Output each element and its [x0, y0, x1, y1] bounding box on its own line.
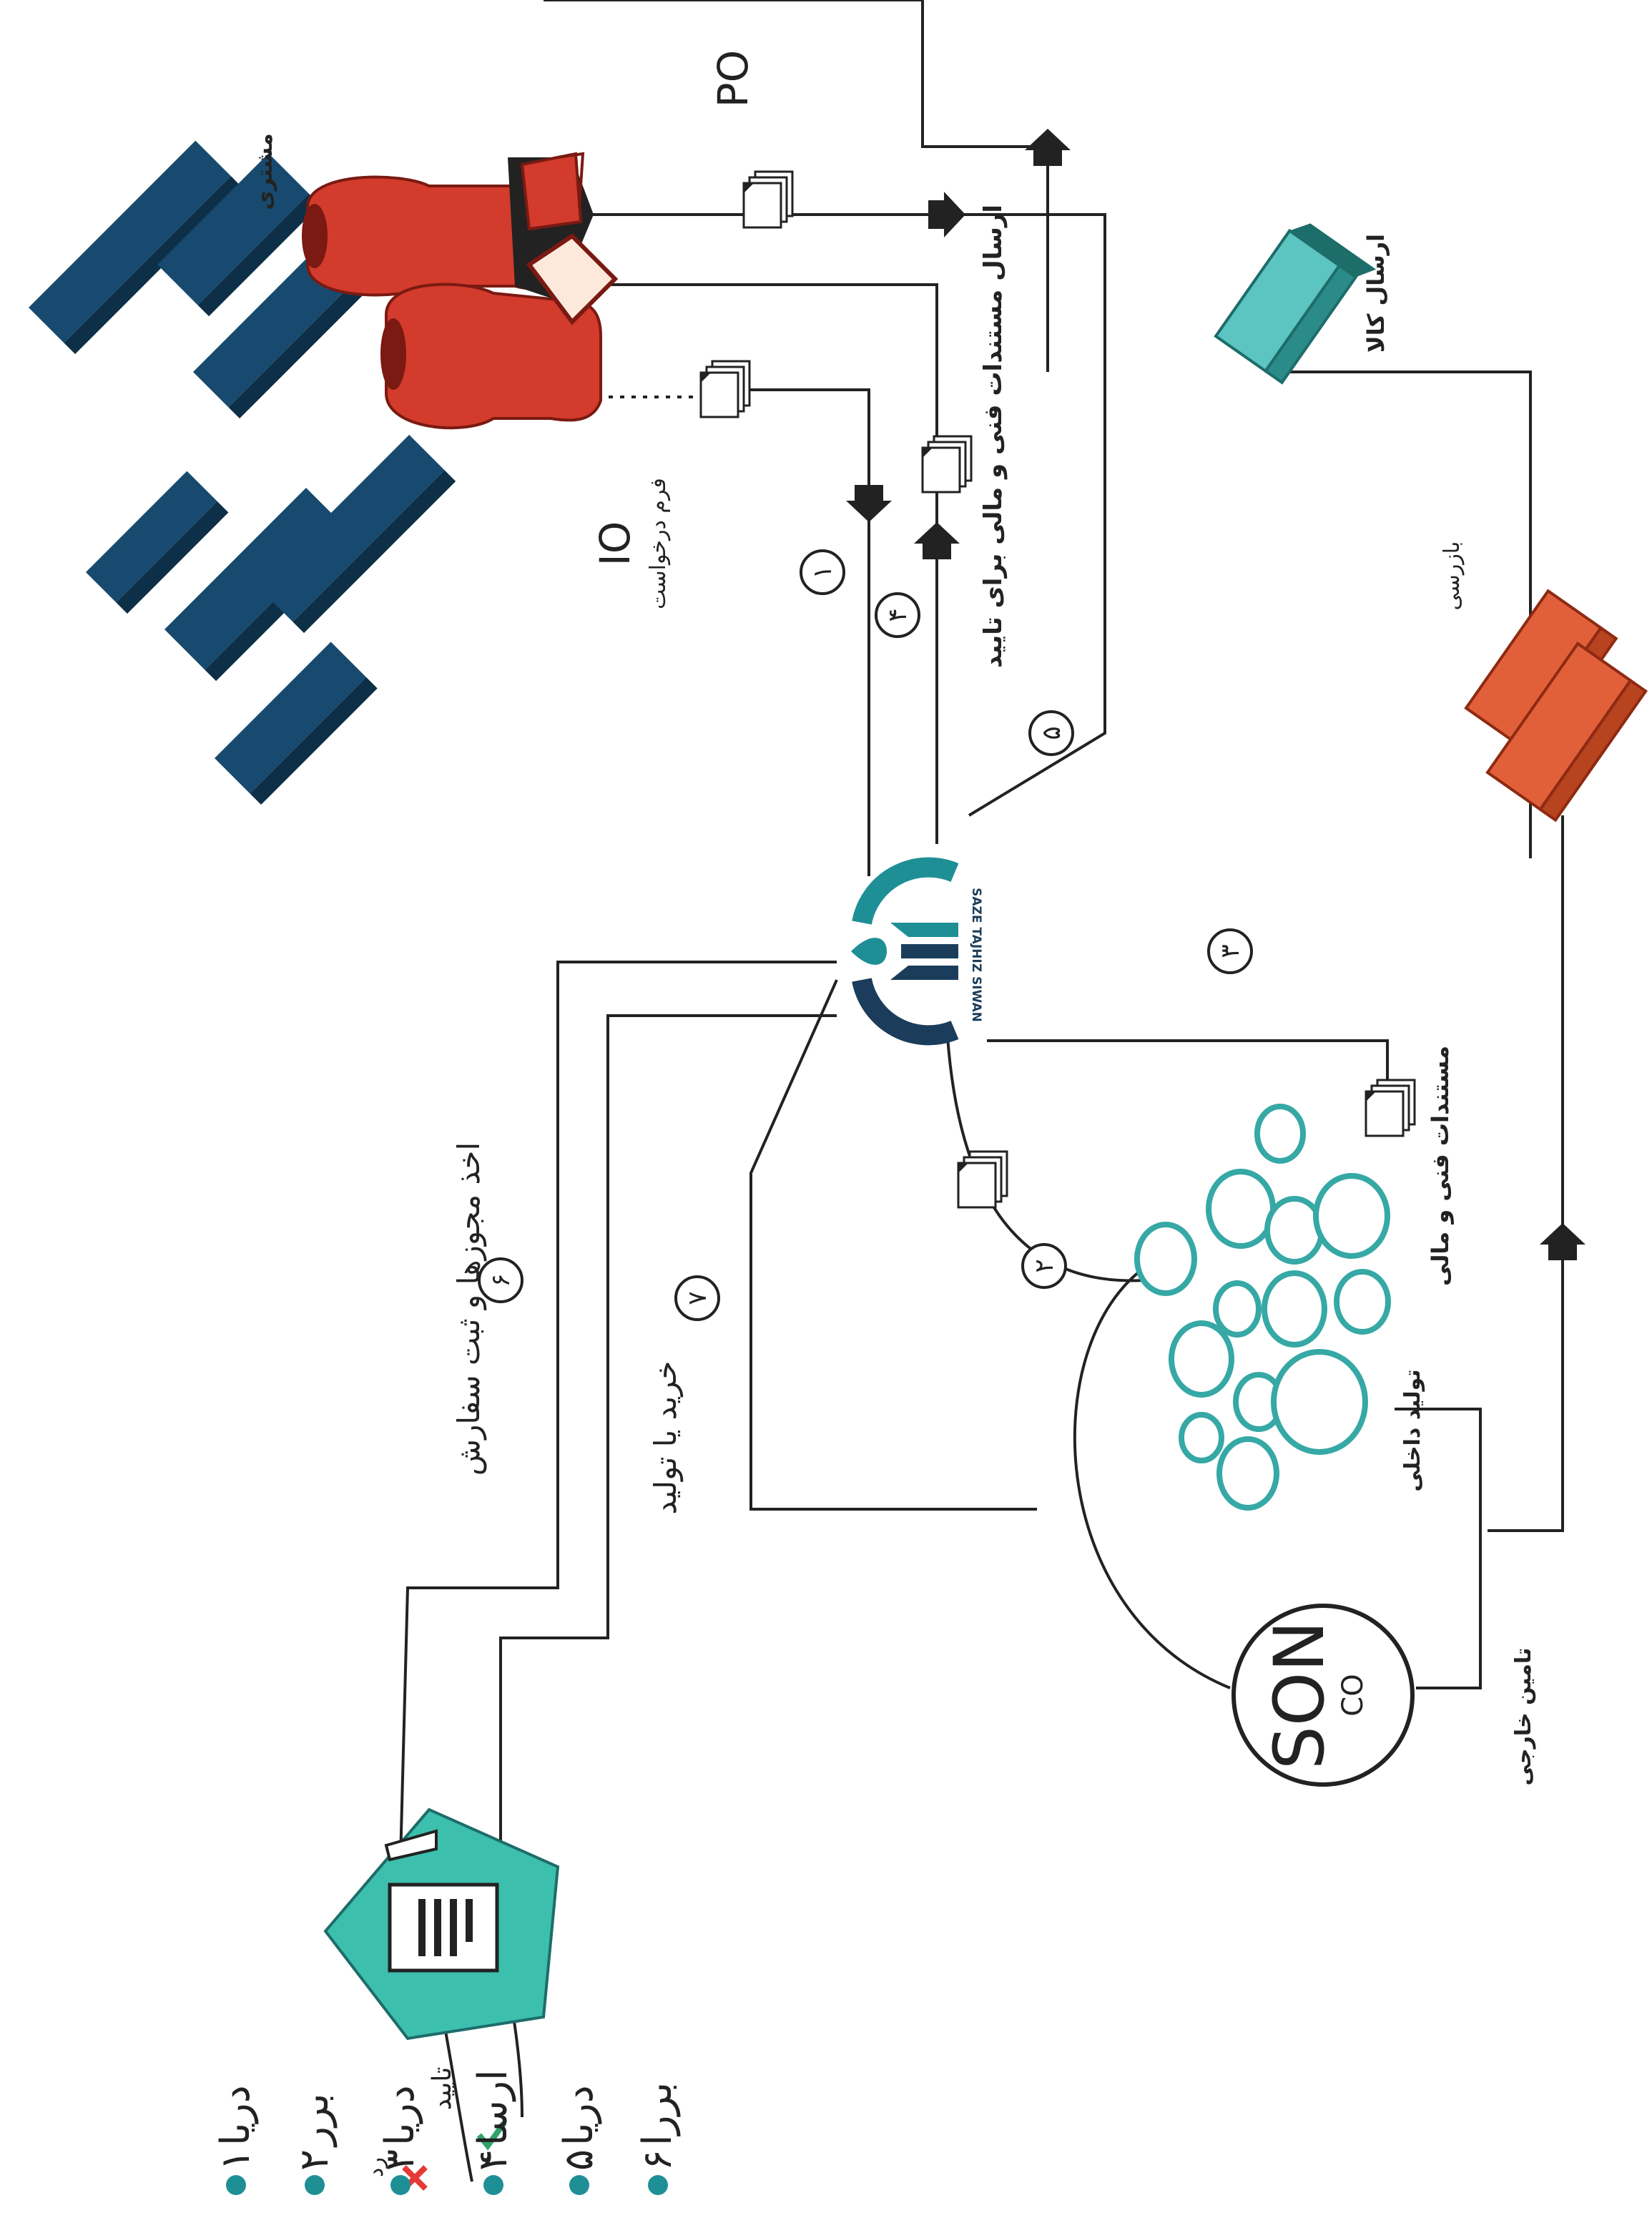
- legend-item-1: ١ دریا: [212, 2085, 259, 2195]
- step-7: ٧: [683, 1291, 712, 1305]
- approve-label: تایید: [428, 2067, 457, 2111]
- company-logo: SAZE TAJHIZ SIWAN: [851, 857, 983, 1046]
- svg-text:١: ١: [212, 2149, 259, 2171]
- co-text: CO: [1337, 1674, 1370, 1716]
- svg-text:۶: ۶: [634, 2149, 681, 2171]
- buy-or-produce-label: خرید یا تولید: [648, 1361, 683, 1515]
- customer-label: مشتری: [252, 133, 277, 210]
- logo-text: SAZE TAJHIZ SIWAN: [969, 888, 983, 1022]
- svg-text:ارسا: ارسا: [470, 2069, 516, 2146]
- step-3: ٣: [1216, 944, 1245, 958]
- svg-text:٣: ٣: [377, 2149, 423, 2171]
- son-co-supplier: SON CO: [1231, 1604, 1415, 1787]
- legend: ١ دریا ٢ برر ٣ دریا ۴ ارسا ۵ دریا ۶ بررا: [212, 2069, 681, 2195]
- customer-illustration: [302, 152, 619, 430]
- legend-item-2: ٢ برر: [291, 2093, 338, 2195]
- io-label: IO: [591, 521, 639, 566]
- legend-item-5: ۵ دریا: [556, 2085, 602, 2195]
- reject-label: رد: [363, 2157, 388, 2177]
- step-4: ۴: [883, 608, 913, 622]
- svg-text:٢: ٢: [291, 2149, 338, 2171]
- svg-text:۴: ۴: [470, 2149, 516, 2171]
- inspection-box: [1464, 589, 1648, 823]
- permits-order-label: اخذ مجوزها و ثبت سفارش: [451, 1142, 486, 1476]
- svg-text:دریا: دریا: [377, 2085, 423, 2146]
- legend-item-6: ۶ بررا: [634, 2082, 681, 2195]
- tech-fin-docs-label: مستندات فنی و مالی: [1427, 1046, 1454, 1286]
- step-markers: [478, 549, 1253, 1321]
- legend-item-4: ۴ ارسا: [470, 2069, 516, 2195]
- legend-item-3: ٣ دریا: [377, 2085, 423, 2195]
- svg-text:دریا: دریا: [212, 2085, 259, 2146]
- step-5: ۵: [1037, 726, 1066, 740]
- son-text: SON: [1259, 1621, 1339, 1770]
- docs-approval-label: ارسال مستندات فنی و مالی برای تایید: [979, 205, 1008, 668]
- step-6: ۶: [486, 1273, 516, 1287]
- svg-text:برر: برر: [291, 2093, 338, 2148]
- inspection-label: بازرسی: [1440, 541, 1465, 611]
- request-form-label: فرم درخواست: [646, 478, 671, 609]
- svg-text:بررا: بررا: [634, 2082, 681, 2146]
- svg-text:دریا: دریا: [556, 2085, 602, 2146]
- check-icon: [476, 2121, 507, 2151]
- send-goods-box: [1214, 223, 1377, 385]
- send-goods-label: ارسال کالا: [1362, 234, 1390, 353]
- permit-document-pentagon: [323, 1807, 560, 2041]
- step-2: ٢: [1030, 1259, 1059, 1272]
- internal-production-label: تولید داخلی: [1400, 1369, 1425, 1491]
- external-supply-label: تامین خارجی: [1511, 1648, 1536, 1786]
- svg-text:۵: ۵: [556, 2149, 602, 2171]
- warehouse-illustration: [29, 140, 456, 805]
- internal-production-bubbles: [1134, 1104, 1391, 1511]
- step-1: ١: [808, 565, 837, 579]
- po-label: PO: [709, 50, 757, 108]
